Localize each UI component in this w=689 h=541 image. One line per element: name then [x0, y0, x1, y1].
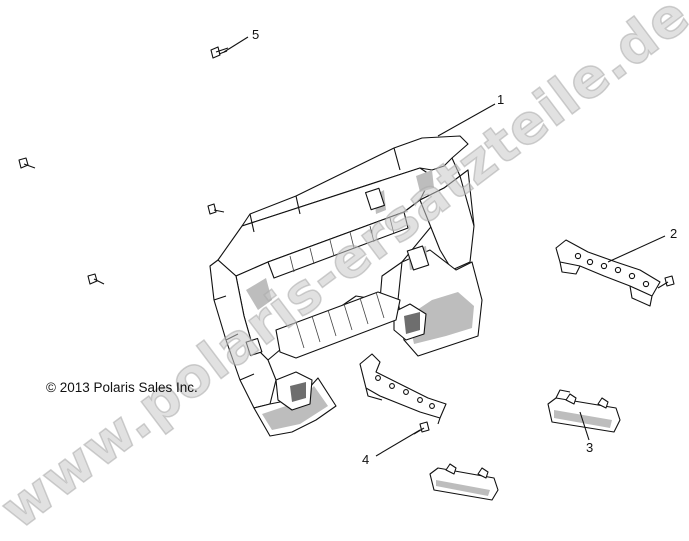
part-1-bracket-housing: [209, 135, 483, 437]
screw-icon: [210, 46, 229, 59]
part-4-side-bracket: [359, 353, 447, 425]
screw-icon: [657, 275, 675, 289]
part-3-foot-pad-right: [547, 389, 621, 433]
copyright-notice: © 2013 Polaris Sales Inc.: [46, 380, 198, 395]
part-3-foot-pad-lower: [429, 463, 499, 501]
screw-icon: [87, 273, 105, 285]
screw-icon: [18, 157, 36, 169]
leader-lines: [223, 36, 666, 457]
screw-icon: [207, 203, 225, 215]
callout-5: 5: [252, 27, 260, 42]
part-2-mounting-plate: [555, 239, 661, 307]
callout-3: 3: [586, 440, 594, 455]
callout-4: 4: [362, 452, 370, 467]
callout-1: 1: [497, 92, 505, 107]
callout-2: 2: [670, 226, 678, 241]
